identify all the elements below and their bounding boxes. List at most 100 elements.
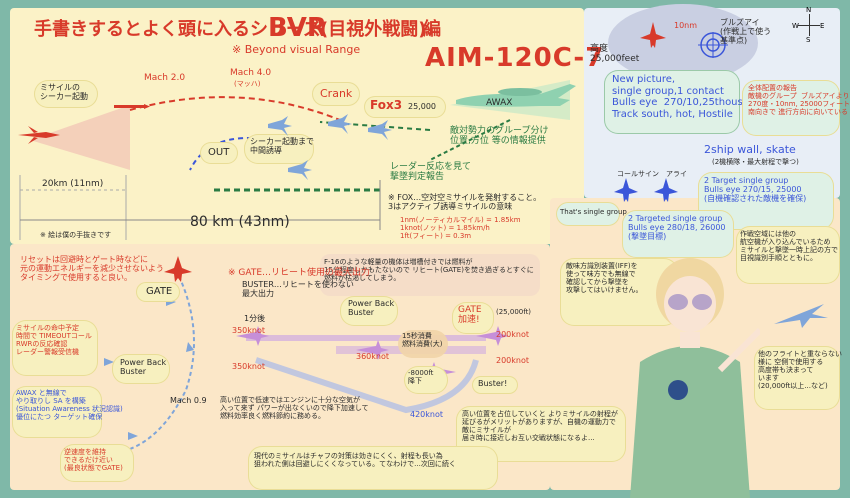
fox3-altitude: 25,000 <box>408 102 436 111</box>
fox3-bubble <box>364 96 446 118</box>
descent-bubble <box>404 366 448 394</box>
buster-bubble <box>472 376 518 394</box>
radar-report-label: レーダー反応を見て 撃墜判定報告 <box>390 162 472 183</box>
gate-title: ※ GATE…リヒート使用の最大出力 <box>228 268 371 278</box>
compass-s: S <box>806 36 811 44</box>
speed-350-b: 350knot <box>232 362 266 371</box>
picture-explain: 全体配置の報告 敵機のグループ ブルズアイより 270度・10nm, 25000… <box>748 84 850 117</box>
targeted-bubble <box>622 210 734 258</box>
enemy-jet-icon <box>640 22 666 48</box>
fox-definition: ※ FOX…空対空ミサイルを発射すること。 3はアクティブ誘導ミサイルの意味 <box>388 193 542 212</box>
compass-n: N <box>806 6 812 14</box>
compass-w: W <box>792 22 799 30</box>
own-jet-icon <box>18 126 60 144</box>
speed-note: 高い位置で低速ではエンジンに十分な空気が 入って来ず パワーが出なくいので降下加… <box>220 396 369 421</box>
pilot-girl-illustration <box>630 258 760 498</box>
distance-80km: 80 km (43nm) <box>190 214 290 230</box>
speed-420: 420knot <box>410 410 444 419</box>
mach20-label: Mach 2.0 <box>144 73 186 83</box>
altitude-label: 高度 25,000feet <box>590 44 640 65</box>
unit-conversions: 1nm(ノーティカルマイル) = 1.85km 1knot(ノット) = 1.8… <box>400 216 521 241</box>
pbb-left-bubble <box>112 354 170 384</box>
turn-note: 逆速度を維持 できるだけ近い (最良状態でGATE) <box>64 448 123 473</box>
fuel-card <box>398 330 448 358</box>
mach40-label: Mach 4.0 <box>230 68 272 78</box>
descent-note: -8000ft 降下 <box>408 369 434 386</box>
one-minute: 1分後 <box>244 314 266 323</box>
gate-altitude: (25,000ft) <box>496 308 532 316</box>
fox3-label: Fox3 <box>370 98 403 112</box>
altitude-band-bubble <box>754 346 840 410</box>
distance-20km: 20km (11nm) <box>42 179 104 189</box>
mach09-label: Mach 0.9 <box>170 396 207 405</box>
awax-sa-bubble <box>12 386 102 438</box>
ship-wall-sub: (2機横隊・最大射程で撃つ) <box>712 158 799 166</box>
bullseye-label: ブルズアイ (作戦上で使う 基準点) <box>720 18 772 46</box>
gate-left: GATE <box>146 286 173 297</box>
pbb-mid-bubble <box>340 296 398 326</box>
awax-picture-bubble <box>604 70 740 134</box>
thats-single: That's single group <box>560 208 627 216</box>
midcourse-label: シーカー起動まで 中間誘導 <box>250 137 314 156</box>
modern-missile-bubble <box>248 446 498 490</box>
crank-label: Crank <box>320 87 353 100</box>
awacs-plane-icon <box>456 84 576 107</box>
gate-bubble-left <box>136 282 180 302</box>
speed-360: 360knot <box>356 352 390 361</box>
passing-jet-icon <box>774 304 828 328</box>
buster-def: BUSTER…リヒートを使わない 最大出力 <box>242 280 354 299</box>
callsign-2: アライ <box>666 170 687 178</box>
out-bubble <box>200 142 238 164</box>
awax-sa-note: AWAX と無線で やり取りし SA を構築 (Situation Awaren… <box>16 389 123 422</box>
compass-e: E <box>820 22 825 30</box>
target-call: 2 Target single group Bulls eye 270/15, … <box>704 176 807 204</box>
modern-missile-note: 現代のミサイルはチャフの対策は効きにくく、射程も長い為 狙われた側は回避しにくく… <box>254 452 456 469</box>
speed-200-b: 200knot <box>496 356 530 365</box>
title-jp: 手書きするとよく頭に入るシリーズ <box>34 19 322 40</box>
thats-single-bubble <box>556 202 620 226</box>
pbb-mid: Power Back Buster <box>348 299 395 318</box>
seeker-label: ミサイルの シーカー起動 <box>40 83 88 102</box>
reheat-note-card <box>320 254 540 296</box>
timeout-bubble <box>12 320 98 376</box>
awacs-label: AWAX <box>486 98 513 108</box>
speed-200-a: 200knot <box>496 330 530 339</box>
timeout-note: ミサイルの命中予定 時間で TIMEOUTコール RWRの反応確認 レーダー警報… <box>16 324 92 357</box>
advance-note: 高い位置を占位していくと よりミサイルの射程が延びるがメリットがありますが、自機… <box>462 410 618 443</box>
title-paren: (目視外戦闘) <box>320 19 427 40</box>
altitude-band-note: 他のフライトと重ならない 様に 空側で使用する 高度帯も決まって います (20… <box>758 350 842 391</box>
crank-bubble <box>312 82 360 106</box>
title-sub: ※ Beyond visual Range <box>232 43 361 56</box>
out-label: OUT <box>208 147 230 158</box>
midcourse-bubble <box>244 134 314 164</box>
bullseye-icon <box>698 32 728 58</box>
missile-name: AIM-120C-7 <box>425 43 605 73</box>
missile-icon <box>114 104 150 109</box>
callsign-1: コールサイン <box>617 170 659 178</box>
maneuver-diagram <box>75 256 195 455</box>
seeker-bubble <box>34 80 98 108</box>
compass: N E W S <box>790 6 830 46</box>
reset-note: リセットは回避時とゲート時などに 元の運動エネルギーを減少させないよう タイミン… <box>20 255 164 283</box>
title-hen: 編 <box>423 19 441 40</box>
gate-accel: GATE 加速! <box>458 305 482 326</box>
gate-mid-bubble <box>452 302 494 334</box>
mach40-sub: (マッハ) <box>234 80 261 88</box>
flight-care-note: 作戦空域には他の 航空機が入り込んでいるため ミサイルと撃墜一時上記の方で 目視… <box>740 230 838 263</box>
friendly-jet-icons <box>268 114 392 180</box>
pbb-left: Power Back Buster <box>120 358 167 377</box>
ship-wall-call: 2ship wall, skate <box>704 143 796 156</box>
picture-explain-bubble <box>742 80 840 136</box>
title-bvr: BVR <box>268 13 327 43</box>
fuel-note: 15秒消費 燃料消費(大) <box>402 332 443 349</box>
buster-call: Buster! <box>478 379 508 388</box>
range-10nm: 10nm <box>674 21 698 30</box>
speed-350-a: 350knot <box>232 326 266 335</box>
radar-disc <box>608 4 758 82</box>
flight-care-bubble <box>736 226 840 284</box>
wingman-jets-icon <box>614 178 678 202</box>
lazy-drawing-note: ※ 絵は僕の手抜きです <box>40 231 112 239</box>
enemy-id-note: 敵味方識別装置(IFF)を 使って味方でも無線で 確認してから撃墜を 攻撃しては… <box>566 262 643 295</box>
datalink-label: 敵対勢力のグループ分け 位置,方位 等の情報提供 <box>450 126 549 147</box>
